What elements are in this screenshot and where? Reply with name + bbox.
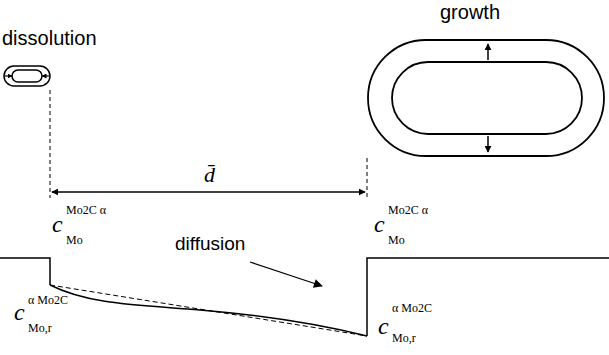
shrink-arrow bbox=[5, 75, 12, 76]
process-label: growth bbox=[440, 2, 500, 22]
guide-line bbox=[367, 158, 368, 198]
subscript: Mo,r bbox=[28, 322, 52, 334]
concentration-symbol: c bbox=[14, 300, 25, 324]
concentration-curve bbox=[50, 285, 367, 336]
growth-arrow bbox=[487, 136, 489, 152]
small-precipitate-inner bbox=[12, 70, 42, 82]
superscript: Mo2C α bbox=[66, 204, 106, 216]
linear-profile bbox=[50, 285, 367, 336]
concentration-symbol: c bbox=[378, 314, 389, 338]
subscript: Mo bbox=[66, 234, 83, 246]
large-precipitate-inner bbox=[392, 62, 582, 134]
concentration-symbol: c bbox=[374, 212, 385, 236]
concentration-profile bbox=[367, 258, 609, 336]
subscript: Mo bbox=[388, 234, 405, 246]
concentration-profile bbox=[0, 258, 50, 285]
small-precipitate-outer bbox=[4, 66, 50, 86]
concentration-symbol: c bbox=[52, 212, 63, 236]
superscript: α Mo2C bbox=[392, 302, 432, 314]
superscript: Mo2C α bbox=[388, 204, 428, 216]
spacing-symbol: d̄ bbox=[204, 164, 215, 186]
shrink-arrow bbox=[42, 75, 49, 76]
diffusion-arrow bbox=[250, 262, 322, 286]
large-precipitate-outer bbox=[368, 40, 604, 156]
growth-arrow bbox=[487, 44, 489, 60]
subscript: Mo,r bbox=[392, 332, 416, 344]
process-label: diffusion bbox=[175, 234, 245, 253]
process-label: dissolution bbox=[2, 28, 97, 48]
superscript: α Mo2C bbox=[28, 294, 68, 306]
guide-line bbox=[50, 90, 51, 198]
spacing-arrow bbox=[52, 191, 365, 193]
